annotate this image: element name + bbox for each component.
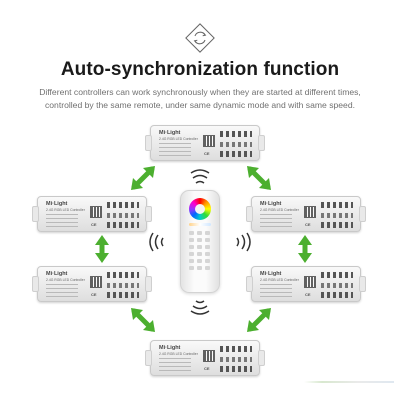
- signal-waves-left-icon: [149, 232, 164, 252]
- controller-model: 2.4G RGB LED Controller: [46, 208, 85, 212]
- controller-brand: Mi·Light: [46, 201, 68, 207]
- signal-waves-bottom-icon: [190, 300, 210, 315]
- sync-diamond-icon: [185, 23, 215, 53]
- qr-code-icon: [203, 350, 215, 362]
- qr-code-icon: [90, 276, 102, 288]
- qr-code-icon: [304, 276, 316, 288]
- sync-arrow-icon: [131, 308, 155, 332]
- controller-model: 2.4G RGB LED Controller: [260, 278, 299, 282]
- terminal-block: [220, 346, 252, 372]
- page-title: Auto-synchronization function: [60, 59, 340, 80]
- ce-mark: CE: [91, 222, 97, 227]
- controller-model: 2.4G RGB LED Controller: [159, 137, 198, 141]
- remote-button-grid: [189, 231, 211, 270]
- controller-left-upper: Mi·Light 2.4G RGB LED Controller CE: [32, 196, 152, 232]
- signal-waves-right-icon: [236, 232, 251, 252]
- terminal-block: [321, 272, 353, 298]
- white-temperature-bar: [189, 223, 211, 226]
- signal-waves-top-icon: [190, 169, 210, 184]
- sync-arrow-icon: [131, 166, 155, 190]
- controller-model: 2.4G RGB LED Controller: [46, 278, 85, 282]
- controller-right-upper: Mi·Light 2.4G RGB LED Controller CE: [246, 196, 366, 232]
- sync-arrow-icon: [247, 166, 271, 190]
- ce-mark: CE: [204, 151, 210, 156]
- subtitle-line-1: Different controllers can work synchrono…: [39, 87, 361, 97]
- remote-control: [180, 190, 220, 293]
- controller-top: Mi·Light 2.4G RGB LED Controller CE: [145, 125, 265, 161]
- ce-mark: CE: [305, 292, 311, 297]
- controller-brand: Mi·Light: [159, 130, 181, 136]
- subtitle-line-2: controlled by the same remote, under sam…: [44, 99, 355, 110]
- controller-bottom: Mi·Light 2.4G RGB LED Controller CE: [145, 340, 265, 376]
- terminal-block: [220, 131, 252, 157]
- controller-model: 2.4G RGB LED Controller: [159, 352, 198, 356]
- controller-right-lower: Mi·Light 2.4G RGB LED Controller CE: [246, 266, 366, 302]
- qr-code-icon: [304, 206, 316, 218]
- controller-brand: Mi·Light: [260, 201, 282, 207]
- terminal-block: [107, 202, 139, 228]
- controller-brand: Mi·Light: [260, 271, 282, 277]
- color-wheel-icon: [189, 198, 211, 220]
- ce-mark: CE: [305, 222, 311, 227]
- qr-code-icon: [90, 206, 102, 218]
- controller-brand: Mi·Light: [46, 271, 68, 277]
- terminal-block: [107, 272, 139, 298]
- ce-mark: CE: [204, 366, 210, 371]
- ce-mark: CE: [91, 292, 97, 297]
- controller-model: 2.4G RGB LED Controller: [260, 208, 299, 212]
- sync-arrow-icon: [247, 308, 271, 332]
- terminal-block: [321, 202, 353, 228]
- page-subtitle: Different controllers can work synchrono…: [0, 86, 400, 111]
- controller-brand: Mi·Light: [159, 345, 181, 351]
- sync-arrow-icon: [298, 235, 312, 263]
- decorative-footer-strip: [304, 381, 394, 383]
- qr-code-icon: [203, 135, 215, 147]
- controller-left-lower: Mi·Light 2.4G RGB LED Controller CE: [32, 266, 152, 302]
- sync-arrow-icon: [95, 235, 109, 263]
